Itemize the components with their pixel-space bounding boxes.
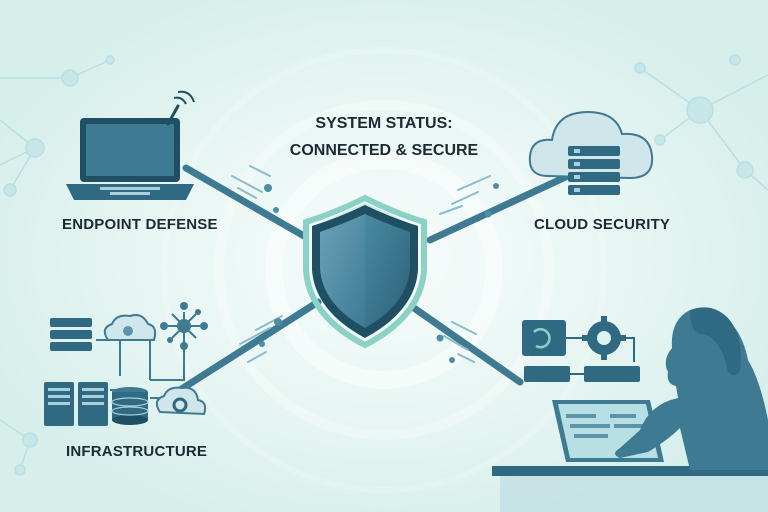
status-line-1: SYSTEM STATUS: bbox=[315, 115, 453, 132]
infrastructure-label: INFRASTRUCTURE bbox=[66, 443, 208, 460]
network-decoration-right bbox=[634, 54, 768, 191]
flow-particles bbox=[231, 165, 499, 363]
server-network-icon bbox=[44, 302, 208, 426]
laptop-icon bbox=[66, 90, 195, 200]
glow-rings bbox=[161, 47, 607, 493]
shield-icon bbox=[303, 194, 427, 349]
status-line-2: CONNECTED & SECURE bbox=[289, 142, 479, 159]
cloud-security-label: CLOUD SECURITY bbox=[534, 216, 671, 233]
endpoint-defense-label: ENDPOINT DEFENSE bbox=[62, 216, 218, 233]
person-at-laptop-icon bbox=[492, 307, 768, 512]
system-status: SYSTEM STATUS: CONNECTED & SECURE bbox=[234, 110, 534, 164]
cloud-server-icon bbox=[528, 110, 654, 195]
connector-beams bbox=[176, 164, 589, 394]
workflow-icon bbox=[522, 316, 640, 382]
network-decoration-left bbox=[0, 55, 115, 476]
